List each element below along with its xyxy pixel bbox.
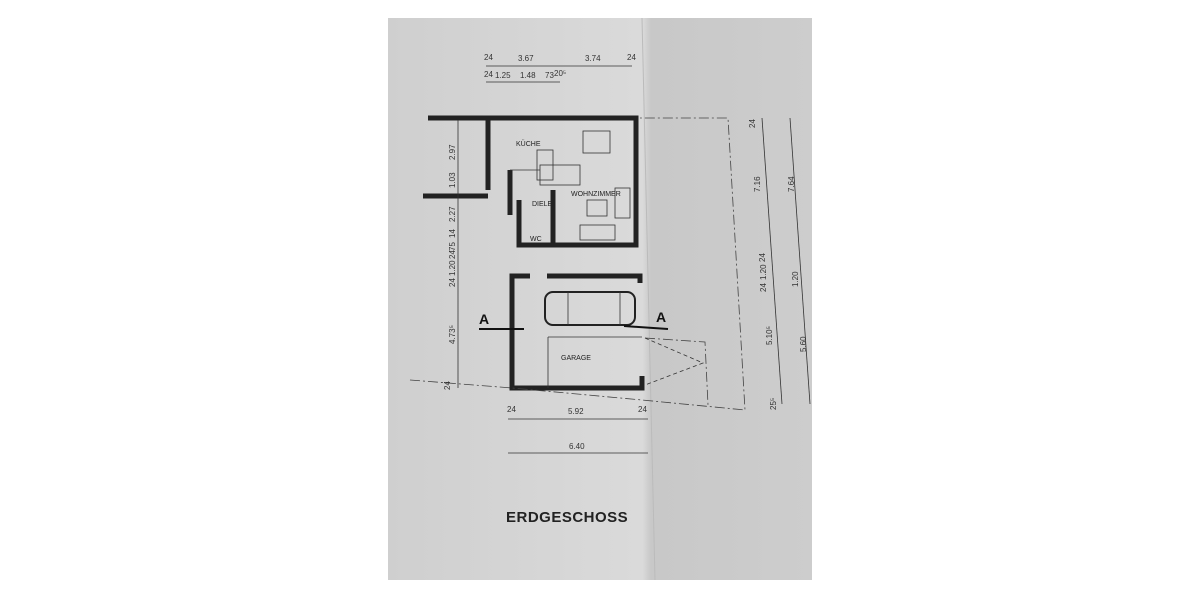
room-label-hall: DIELE — [532, 201, 553, 208]
dim-label: 3.67 — [518, 54, 534, 63]
room-label-living: WOHNZIMMER — [571, 191, 621, 198]
dim-label: 24 — [484, 53, 493, 62]
dim-label: 1.03 — [448, 172, 457, 188]
dim-label: 7.64 — [787, 176, 796, 192]
car-icon — [544, 291, 636, 326]
dim-label: 1.20 — [791, 271, 800, 287]
dim-label: 75 — [448, 242, 457, 251]
dim-label: 24 — [484, 70, 493, 79]
paper — [388, 18, 812, 580]
dim-label: 7.16 — [753, 176, 762, 192]
garage-walls — [509, 273, 709, 406]
room-label-wc: WC — [530, 236, 542, 243]
drawing-title: ERDGESCHOSS — [506, 509, 628, 526]
dim-label: 5.60 — [799, 336, 808, 352]
section-marker-right: A — [623, 309, 669, 330]
top-dimensions: 24 3.67 3.74 24 24 1.25 1.48 73 20⁵ — [484, 53, 636, 83]
dim-label: 5.92 — [568, 407, 584, 416]
dim-label: 73 — [545, 71, 554, 80]
dim-label: 14 — [448, 229, 457, 238]
dim-label: 24 — [638, 405, 647, 414]
dim-label: 1.25 — [495, 71, 511, 80]
dim-label: 24 — [758, 253, 767, 262]
dim-label: 1.48 — [520, 71, 536, 80]
dim-label: 4.73⁵ — [448, 325, 457, 344]
section-label: A — [656, 309, 666, 325]
property-line — [409, 117, 746, 411]
section-label: A — [479, 311, 489, 327]
dim-label: 24 — [448, 250, 457, 259]
dim-label: 1.20 — [448, 260, 457, 276]
room-label-kitchen: KÜCHE — [516, 140, 541, 148]
dim-label: 2.27 — [448, 206, 457, 222]
dim-label: 24 — [448, 278, 457, 287]
section-marker-left: A — [479, 311, 524, 330]
dim-label: 25⁵ — [769, 398, 778, 410]
dim-label: 1.20 — [759, 264, 768, 280]
dim-label: 24 — [627, 53, 636, 62]
dim-label: 3.74 — [585, 54, 601, 63]
bottom-dimensions: 24 5.92 24 6.40 — [507, 405, 648, 454]
dim-label: 20⁵ — [554, 69, 566, 78]
dim-label: 2.97 — [448, 144, 457, 160]
dim-label: 24 — [759, 283, 768, 292]
room-label-garage: GARAGE — [561, 355, 591, 362]
dim-label: 24 — [443, 381, 452, 390]
dim-label: 6.40 — [569, 442, 585, 451]
dim-label: 24 — [748, 119, 757, 128]
left-dimensions: 2.97 1.03 2.27 14 75 24 1.20 24 4.73⁵ 24 — [443, 120, 459, 390]
dim-label: 5.10⁵ — [765, 326, 774, 345]
right-dimensions: 24 7.16 24 1.20 24 5.10⁵ 25⁵ 7.64 1.20 5… — [748, 117, 811, 410]
dim-label: 24 — [507, 405, 516, 414]
paper-fold — [641, 17, 656, 581]
house-walls — [423, 115, 639, 248]
